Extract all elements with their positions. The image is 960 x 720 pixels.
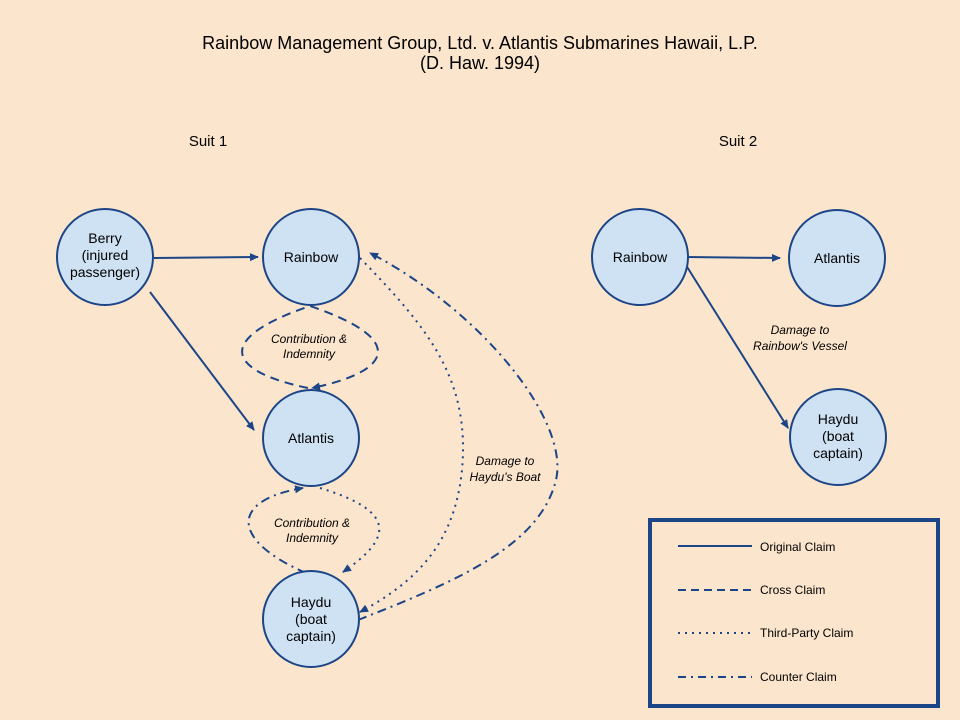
- edge-cross-upper: [241, 304, 379, 391]
- node-s2-haydu-line1: Haydu: [818, 411, 858, 427]
- node-s2-rainbow: Rainbow: [591, 208, 689, 306]
- diagram-title-line2: (D. Haw. 1994): [419, 53, 541, 73]
- node-atlantis: Atlantis: [262, 389, 360, 487]
- node-s2-haydu-line3: captain): [813, 445, 863, 461]
- edge-cross-lower: [247, 485, 307, 574]
- label-damage-rainbow-1: Damage to: [771, 323, 830, 337]
- edge-thirdparty-rainbow-haydu: [359, 257, 464, 613]
- node-berry: Berry (injured passenger): [56, 208, 154, 306]
- diagram-title-line1: Rainbow Management Group, Ltd. v. Atlant…: [202, 33, 758, 53]
- label-contribution-upper-2: Indemnity: [283, 347, 336, 361]
- legend-label-cross: Cross Claim: [760, 583, 825, 597]
- legend-box: [648, 518, 940, 708]
- node-atlantis-label: Atlantis: [288, 430, 334, 446]
- label-damage-haydu-2: Haydu's Boat: [470, 470, 542, 484]
- label-contribution-upper-1: Contribution &: [271, 332, 347, 346]
- edge-counter-haydu-rainbow: [357, 252, 559, 621]
- node-s2-haydu-line2: (boat: [822, 428, 854, 444]
- legend: Original Claim Cross Claim Third-Party C…: [648, 518, 940, 708]
- label-damage-rainbow-2: Rainbow's Vessel: [753, 339, 847, 353]
- legend-label-counter: Counter Claim: [760, 670, 837, 684]
- edge-berry-rainbow: [153, 253, 259, 262]
- node-s2-atlantis-label: Atlantis: [814, 250, 860, 266]
- edge-s2-rainbow-haydu: [683, 261, 789, 429]
- label-damage-haydu-1: Damage to: [476, 454, 535, 468]
- suit1-label: Suit 1: [188, 133, 228, 150]
- node-rainbow-label: Rainbow: [284, 249, 339, 265]
- node-s2-atlantis: Atlantis: [788, 209, 886, 307]
- node-haydu: Haydu (boat captain): [262, 570, 360, 668]
- node-haydu-line2: (boat: [295, 611, 327, 627]
- label-contribution-lower-1: Contribution &: [274, 516, 350, 530]
- node-berry-line3: passenger): [70, 264, 140, 280]
- node-berry-line2: (injured: [82, 247, 129, 263]
- edge-s2-rainbow-atlantis: [685, 253, 781, 262]
- node-s2-haydu: Haydu (boat captain): [789, 388, 887, 486]
- node-haydu-line1: Haydu: [291, 594, 331, 610]
- suit2-label: Suit 2: [718, 133, 758, 150]
- legend-label-thirdparty: Third-Party Claim: [760, 626, 853, 640]
- edge-berry-atlantis: [149, 291, 255, 431]
- node-haydu-line3: captain): [286, 628, 336, 644]
- node-s2-rainbow-label: Rainbow: [613, 249, 668, 265]
- legend-label-original: Original Claim: [760, 540, 835, 554]
- label-contribution-lower-2: Indemnity: [286, 531, 339, 545]
- node-berry-line1: Berry: [88, 230, 121, 246]
- node-rainbow: Rainbow: [262, 208, 360, 306]
- edge-thirdparty-lower: [319, 487, 381, 573]
